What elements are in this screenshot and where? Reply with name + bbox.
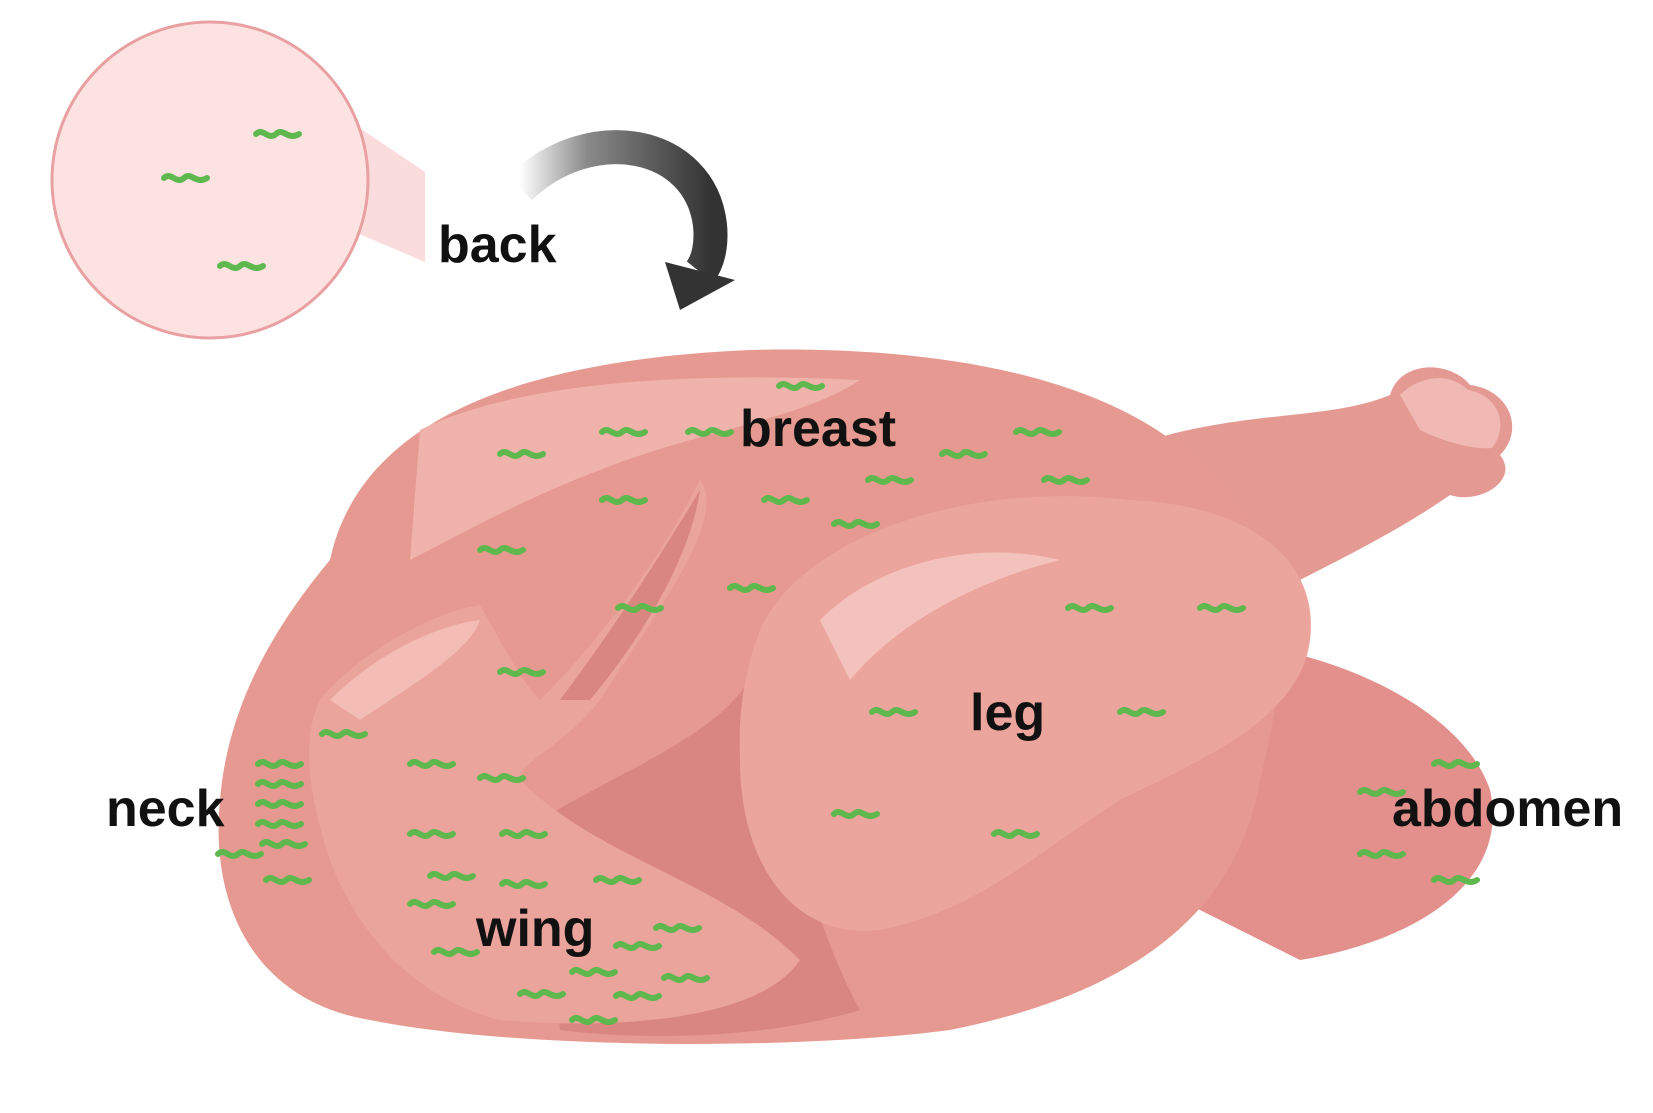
label-wing: wing — [475, 900, 594, 958]
label-leg: leg — [970, 684, 1045, 742]
bacteria-icon — [1434, 878, 1477, 882]
chicken-wing-shape — [309, 480, 800, 1024]
back-zoom-inset — [50, 20, 425, 340]
label-back: back — [438, 216, 557, 274]
chicken-illustration — [218, 349, 1513, 1044]
label-neck: neck — [106, 780, 225, 838]
curved-arrow-icon — [508, 130, 735, 310]
label-abdomen: abdomen — [1392, 780, 1623, 838]
label-breast: breast — [740, 400, 896, 458]
zoom-circle — [50, 20, 370, 340]
